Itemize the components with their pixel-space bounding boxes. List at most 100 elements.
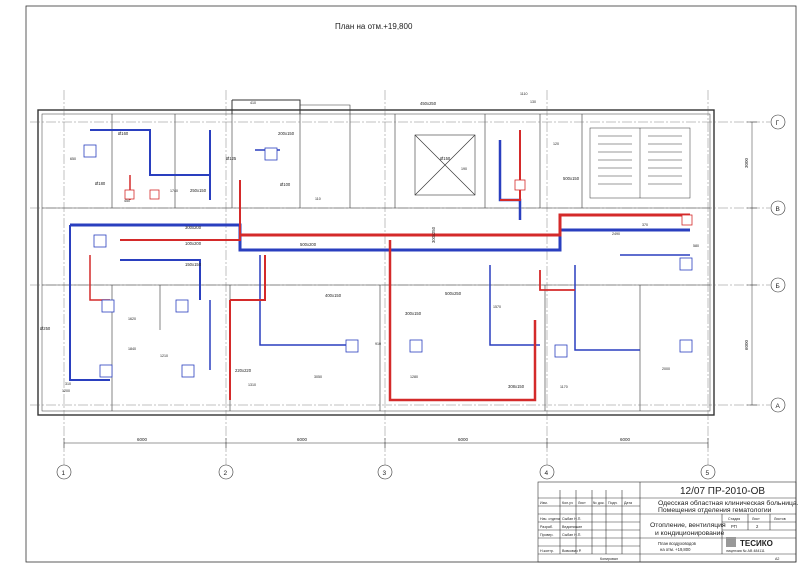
- svg-text:Листов: Листов: [774, 517, 786, 521]
- svg-text:1620: 1620: [128, 317, 136, 321]
- svg-text:310: 310: [65, 382, 71, 386]
- exhaust-grilles: [124, 179, 693, 226]
- dimension-chain-right: 3000 6000: [744, 121, 757, 406]
- svg-text:308x150: 308x150: [508, 384, 525, 389]
- svg-text:1310: 1310: [248, 383, 256, 387]
- svg-text:2000: 2000: [662, 367, 670, 371]
- svg-text:370: 370: [642, 223, 648, 227]
- svg-text:100x200: 100x200: [185, 241, 202, 246]
- svg-text:6000: 6000: [744, 339, 749, 350]
- tesiko-logo-icon: [726, 537, 736, 547]
- svg-text:1110: 1110: [520, 92, 527, 96]
- svg-text:Вовкович Р.: Вовкович Р.: [562, 549, 582, 553]
- svg-text:6000: 6000: [297, 437, 308, 442]
- building-walls: [37, 109, 715, 416]
- svg-text:Нач. отдела: Нач. отдела: [540, 517, 560, 521]
- svg-text:410: 410: [250, 101, 256, 105]
- org-line-2: Помещения отделения гематологии: [658, 507, 772, 514]
- svg-text:1200: 1200: [62, 389, 70, 393]
- air-diffusers: [83, 144, 693, 378]
- svg-text:130: 130: [530, 100, 536, 104]
- svg-text:300x150: 300x150: [405, 311, 422, 316]
- plan-title: План на отм.+19,800: [335, 22, 413, 31]
- svg-text:110: 110: [315, 197, 321, 201]
- svg-text:400x150: 400x150: [325, 293, 342, 298]
- svg-text:300x250: 300x250: [431, 226, 436, 243]
- company-logo: ТЕСИКО: [740, 539, 773, 548]
- license-number: лицензия № АВ 484111: [726, 549, 765, 553]
- format-label: А2: [775, 557, 779, 561]
- svg-text:РП: РП: [731, 524, 737, 529]
- svg-text:120: 120: [553, 142, 559, 146]
- title-block: [537, 481, 797, 563]
- sheet-frame: [25, 5, 797, 563]
- system-line-1: Отопление, вентиляция: [650, 522, 726, 529]
- elevator-shaft: [414, 134, 476, 196]
- bay-outline: [231, 99, 301, 114]
- svg-text:500x200: 500x200: [300, 242, 317, 247]
- svg-text:1740: 1740: [170, 189, 178, 193]
- svg-text:1280: 1280: [410, 375, 418, 379]
- svg-text:1570: 1570: [493, 305, 501, 309]
- svg-text:6000: 6000: [620, 437, 631, 442]
- svg-text:650: 650: [70, 157, 76, 161]
- svg-text:Ø125: Ø125: [226, 156, 237, 161]
- svg-text:2: 2: [224, 470, 228, 477]
- svg-text:450: 450: [124, 199, 130, 203]
- grid-axes: [30, 90, 770, 465]
- title-block-text: 12/07 ПР-2010-ОВ Одесская областная клин…: [540, 486, 799, 561]
- svg-text:580: 580: [693, 244, 699, 248]
- svg-text:5: 5: [706, 470, 710, 477]
- axis-bubbles-numbers: 1 2 3 4 5: [56, 464, 716, 480]
- copied-label: Копировал: [600, 557, 618, 561]
- svg-text:4: 4: [545, 470, 549, 477]
- staircase: [589, 127, 691, 199]
- system-line-2: и кондиционирование: [655, 530, 724, 537]
- project-code: 12/07 ПР-2010-ОВ: [680, 486, 765, 497]
- svg-text:3000: 3000: [744, 157, 749, 168]
- svg-text:2: 2: [756, 524, 759, 529]
- svg-text:Ø180: Ø180: [95, 181, 106, 186]
- svg-text:1840: 1840: [128, 347, 136, 351]
- sheet-name-1: План воздуховодов: [658, 541, 697, 546]
- exhaust-ducts: [89, 130, 690, 402]
- svg-text:6000: 6000: [458, 437, 469, 442]
- svg-text:Подп.: Подп.: [608, 501, 618, 505]
- bay-outline-2: [300, 104, 351, 114]
- svg-text:Сыбан Н.П.: Сыбан Н.П.: [562, 517, 581, 521]
- svg-text:6000: 6000: [137, 437, 148, 442]
- svg-text:1170: 1170: [560, 385, 568, 389]
- svg-text:450x250: 450x250: [420, 101, 437, 106]
- svg-text:910: 910: [375, 342, 381, 346]
- svg-text:3: 3: [383, 470, 387, 477]
- svg-text:Кол.уч: Кол.уч: [562, 501, 573, 505]
- svg-text:1210: 1210: [160, 354, 168, 358]
- svg-text:Б: Б: [776, 283, 780, 290]
- svg-text:500x150: 500x150: [563, 176, 580, 181]
- svg-text:220x220: 220x220: [235, 368, 252, 373]
- svg-text:250x150: 250x150: [190, 188, 207, 193]
- svg-text:Ø100: Ø100: [280, 182, 291, 187]
- svg-text:500x250: 500x250: [445, 291, 462, 296]
- svg-text:В: В: [776, 206, 780, 213]
- dimension-chain-bottom: 6000 6000 6000 6000: [63, 437, 709, 448]
- axis-bubbles-letters: Г В Б А: [770, 114, 786, 413]
- org-line-1: Одесская областная клиническая больница.: [658, 499, 799, 507]
- svg-text:Ø150: Ø150: [440, 156, 451, 161]
- svg-text:Разраб.: Разраб.: [540, 525, 553, 529]
- svg-text:Провер.: Провер.: [540, 533, 553, 537]
- svg-text:Ø160: Ø160: [118, 131, 129, 136]
- sheet-name-2: на отм. +19,800: [660, 547, 691, 552]
- svg-text:Стадия: Стадия: [728, 517, 740, 521]
- svg-text:Н.контр.: Н.контр.: [540, 549, 554, 553]
- svg-text:300x200: 300x200: [185, 225, 202, 230]
- supply-ducts: [69, 129, 690, 381]
- svg-text:Дата: Дата: [624, 501, 632, 505]
- svg-text:1: 1: [62, 470, 66, 477]
- svg-text:Ведоmишин: Ведоmишин: [562, 525, 582, 529]
- duct-labels: 500x200 300x250 450x250 500x150 400x150 …: [40, 101, 580, 389]
- svg-text:Ø250: Ø250: [40, 326, 51, 331]
- dimension-labels: 1620 1840 1210 1310 1200 1570 1170 2490 …: [62, 92, 699, 393]
